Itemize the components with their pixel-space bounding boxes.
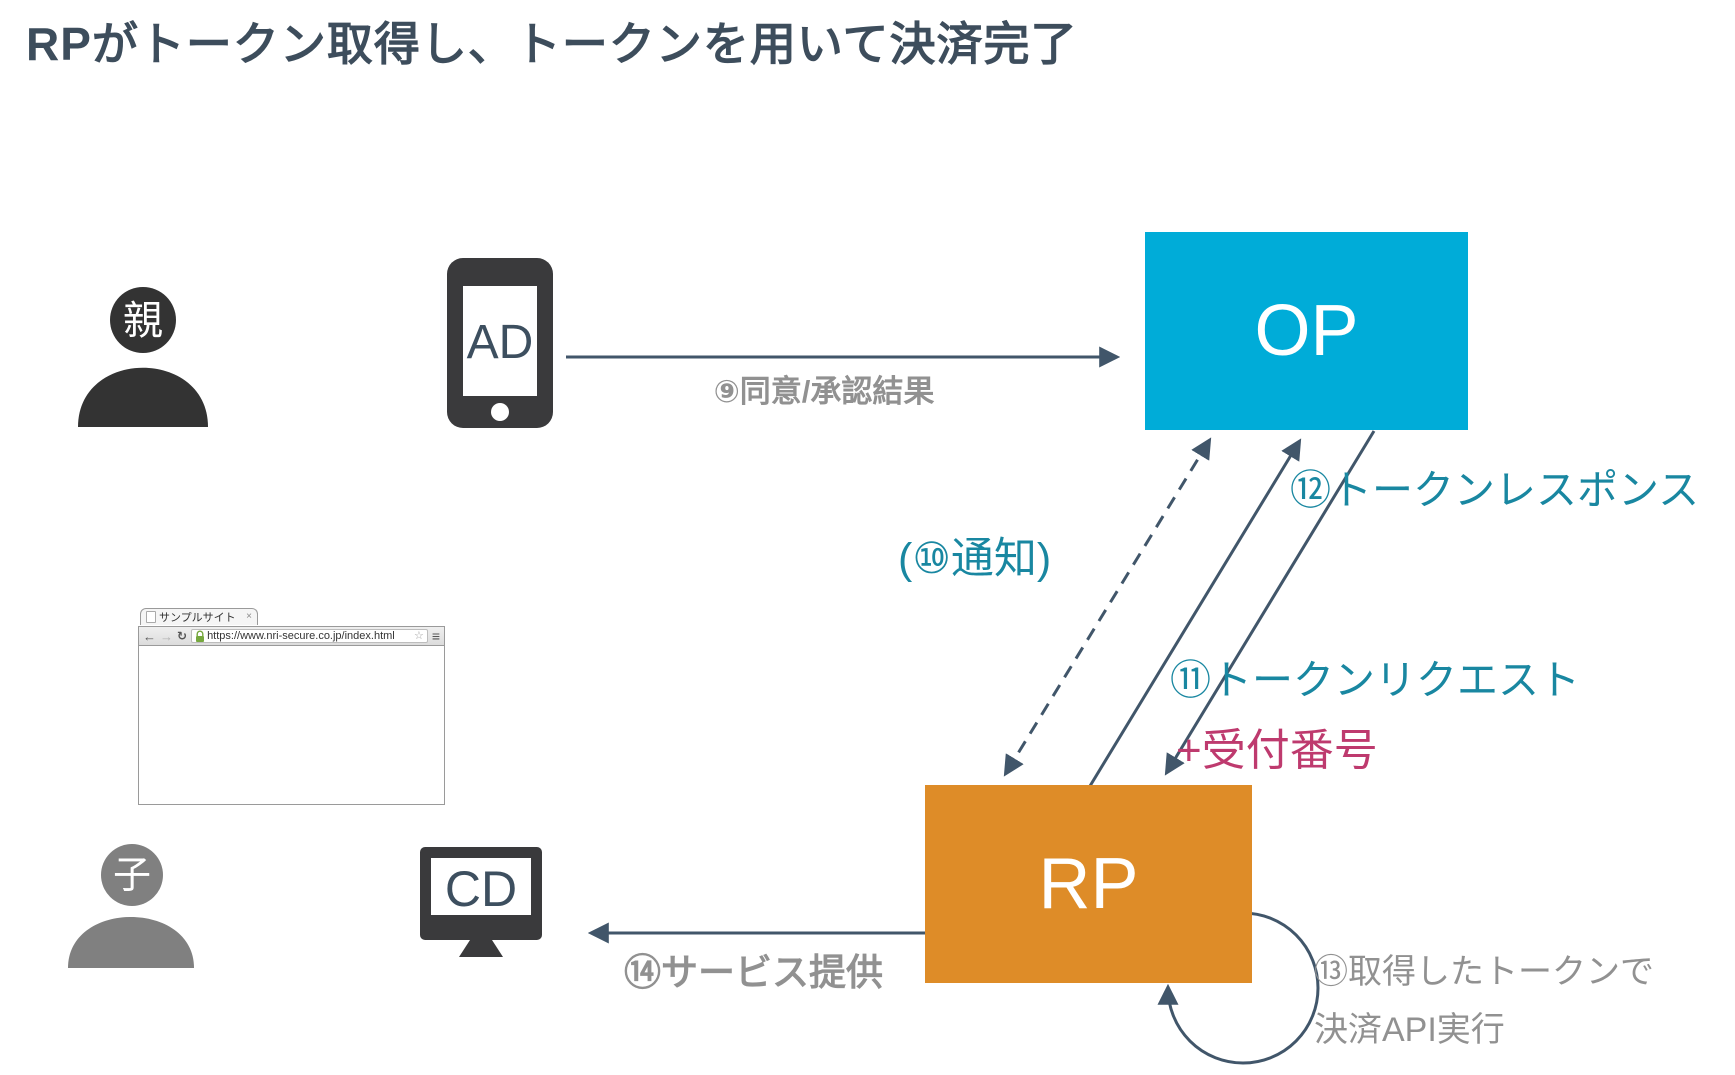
smartphone-icon: AD [447, 258, 553, 428]
browser-window: サンプルサイト × ← → ↻ https://www.nri-secure.c… [138, 608, 445, 805]
phone-screen-label: AD [467, 316, 534, 369]
label-step10: (⑩通知) [898, 535, 1052, 583]
menu-icon: ≡ [431, 628, 440, 644]
tab-close-icon: × [246, 611, 252, 622]
ssl-lock-icon [196, 630, 205, 642]
arrow-step11-token-request [1088, 438, 1302, 787]
child-label: 子 [113, 855, 151, 897]
label-step14: ⑭サービス提供 [624, 952, 883, 993]
label-step9: ⑨同意/承認結果 [713, 374, 935, 409]
arrow-step13-self-loop [1157, 911, 1320, 1065]
browser-tab-row: サンプルサイト × [138, 608, 445, 626]
rp-box: RP [925, 785, 1252, 983]
browser-tab: サンプルサイト × [140, 608, 258, 625]
arrow-step12-token-response [1164, 430, 1376, 776]
op-box-label: OP [1254, 291, 1359, 371]
browser-tab-title: サンプルサイト [159, 612, 236, 624]
address-bar: https://www.nri-secure.co.jp/index.html … [191, 629, 428, 643]
bookmark-star-icon: ☆ [413, 629, 424, 642]
rp-box-label: RP [1038, 844, 1139, 924]
label-step11-extra: +受付番号 [1176, 726, 1378, 775]
op-box: OP [1145, 232, 1468, 430]
page-document-icon [146, 611, 156, 623]
diagram-title: RPがトークン取得し、トークンを用いて決済完了 [26, 18, 1078, 70]
browser-toolbar: ← → ↻ https://www.nri-secure.co.jp/index… [138, 626, 445, 646]
label-step11: ⑪トークンリクエスト [1170, 657, 1580, 703]
monitor-screen-label: CD [445, 861, 517, 917]
child-user-icon: 子 [68, 844, 194, 968]
parent-label: 親 [123, 299, 163, 343]
label-step12: ⑫トークンレスポンス [1290, 467, 1700, 513]
parent-user-icon: 親 [78, 287, 208, 427]
back-arrow-icon: ← [143, 628, 156, 644]
label-step13-line1: ⑬取得したトークンで [1314, 953, 1654, 991]
phone-home-button [491, 403, 509, 421]
forward-arrow-icon: → [160, 628, 173, 644]
monitor-icon: CD [420, 847, 542, 957]
browser-content-area [138, 646, 445, 805]
flow-arrows [566, 346, 1376, 1065]
label-step13-line2: 決済API実行 [1314, 1011, 1505, 1049]
url-text: https://www.nri-secure.co.jp/index.html [207, 630, 395, 642]
reload-icon: ↻ [177, 629, 188, 643]
